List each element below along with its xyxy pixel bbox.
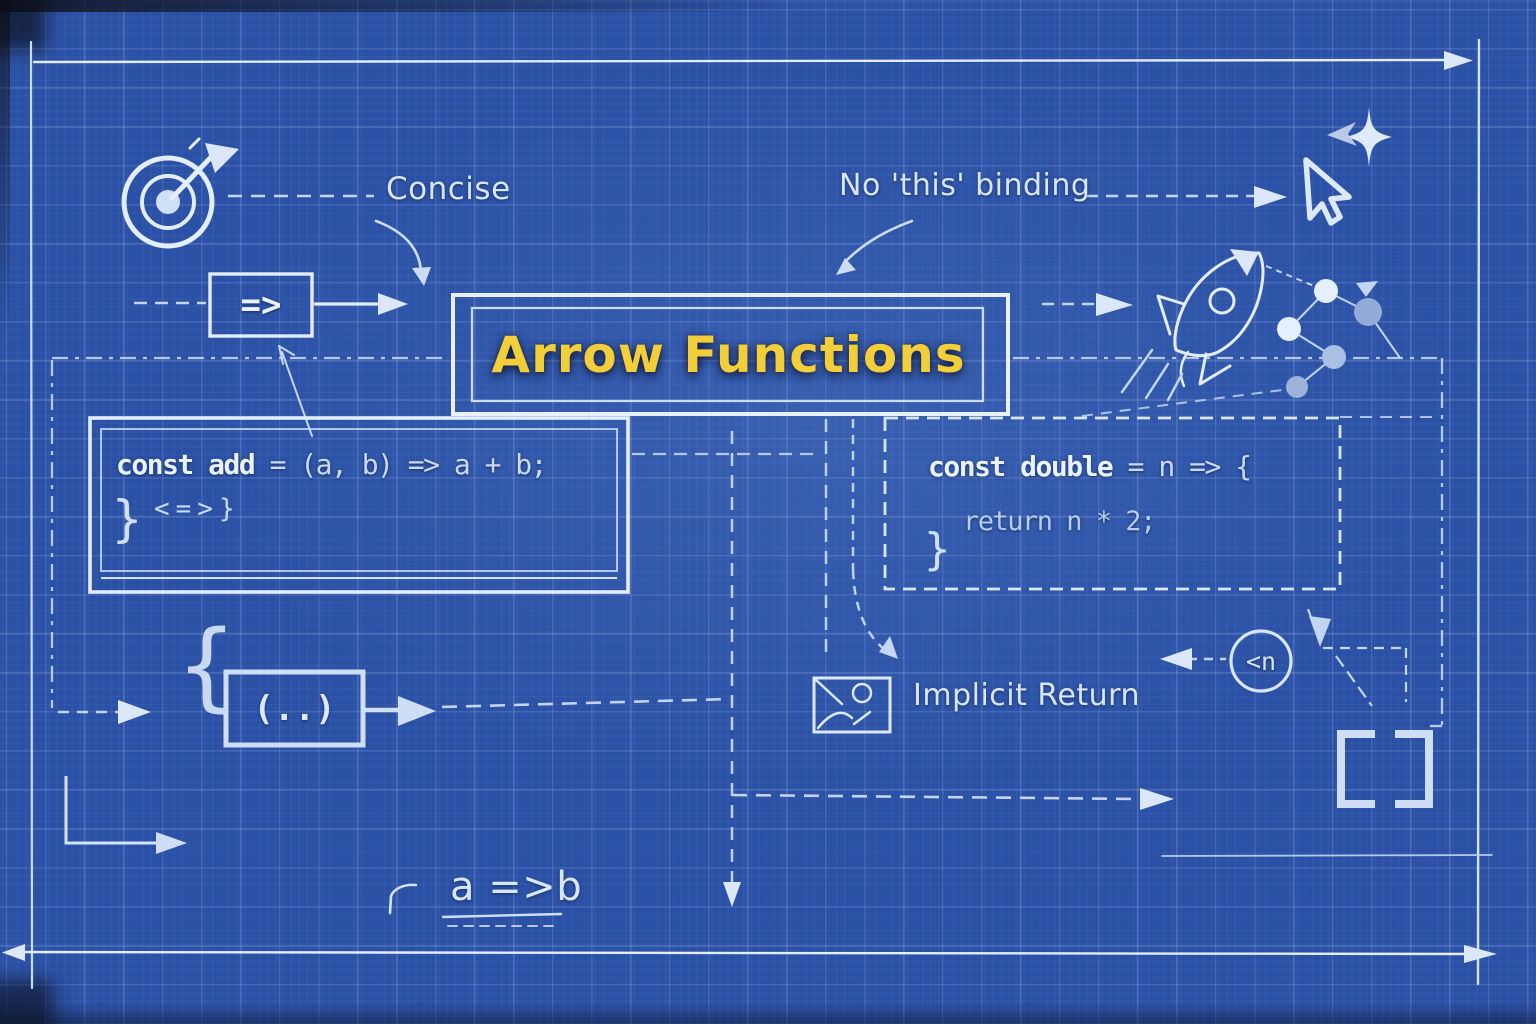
code-add-keyword: const add: [116, 448, 256, 481]
implicit-return-label: Implicit Return: [913, 678, 1140, 713]
fat-arrow-symbol: =>: [240, 285, 282, 325]
code-double-line1: const double = n => {: [928, 450, 1252, 483]
dashed-connectors: [58, 194, 1440, 801]
photo-edge-left: [0, 0, 10, 340]
sparkle-icon: [1327, 107, 1392, 167]
nothis-arrowhead: [836, 258, 856, 275]
code-add-inline-symbols: <=>}: [154, 494, 241, 524]
rocket-icon: [1120, 249, 1265, 402]
brackets-icon: [1337, 730, 1433, 808]
fat-arrow-box: [208, 272, 314, 338]
cursor-icon: [1303, 157, 1352, 226]
photo-edge-bottom: [0, 1002, 1536, 1024]
code-add-line1: const add = (a, b) => a + b;: [116, 448, 548, 481]
corner-down-arrowhead: [1309, 616, 1331, 647]
code-double-rest: = n => {: [1112, 450, 1252, 483]
params-symbol: (..): [253, 688, 336, 729]
l-arrow: [64, 776, 158, 845]
envelope-icon: [812, 676, 892, 734]
constellation-icon: [1265, 265, 1401, 398]
identity-expression: a =>b: [450, 864, 583, 910]
page-title: Arrow Functions: [491, 326, 966, 384]
thin-arrow: [278, 345, 313, 437]
photo-corner-bottom-left: [0, 980, 54, 1024]
concise-label: Concise: [386, 171, 511, 207]
target-icon: [121, 137, 239, 249]
down-arrowhead-center: [723, 882, 741, 907]
n-badge-symbol: <n: [1245, 646, 1277, 676]
construction-frame: [50, 356, 1444, 728]
code-double-keyword: const double: [928, 450, 1114, 483]
open-brace-symbol: {: [176, 610, 238, 722]
connector-arrowheads: [118, 186, 1287, 810]
no-this-binding-label: No 'this' binding: [839, 168, 1091, 203]
frame-border: [8, 38, 1493, 990]
identity-underline: [388, 883, 563, 927]
curved-arrows: [374, 219, 914, 274]
code-add-brace: }: [112, 490, 143, 548]
n-circle-icon: [1229, 629, 1293, 693]
params-arrowhead: [398, 696, 436, 726]
code-box-double: [883, 416, 1342, 591]
code-add-rest: = (a, b) => a + b;: [254, 448, 548, 481]
title-box: [451, 293, 1010, 416]
code-double-line3: }: [924, 524, 951, 575]
photo-edge-top: [0, 0, 790, 12]
fat-arrow-arrowhead: [378, 293, 408, 315]
params-box: [223, 669, 366, 748]
code-double-line2: return n * 2;: [963, 506, 1156, 537]
photo-corner-top-left: [0, 0, 46, 50]
implicit-return-arrowhead: [879, 636, 898, 659]
l-arrowhead: [156, 832, 187, 854]
frame-arrowheads: [2, 51, 1497, 963]
center-dashed-lines: [730, 419, 885, 884]
code-box-add: [88, 416, 630, 594]
concise-arrowhead: [412, 267, 431, 286]
